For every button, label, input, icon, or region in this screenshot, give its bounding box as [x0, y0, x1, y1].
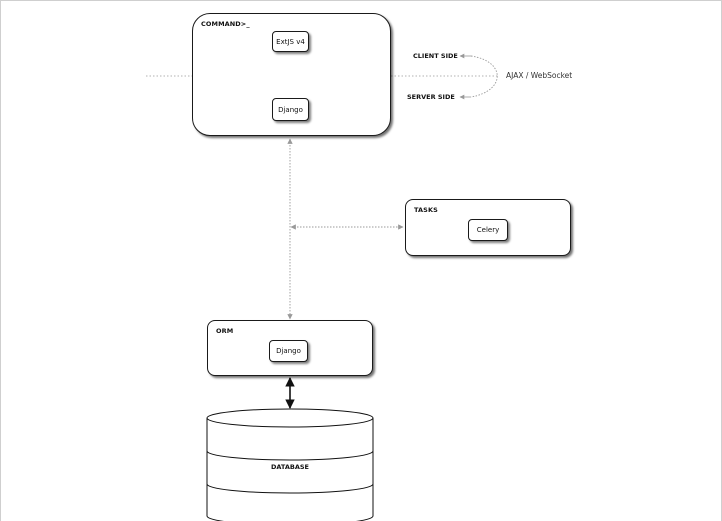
orm-django-node: Django [269, 340, 308, 362]
command-label: COMMAND>_ [201, 20, 250, 28]
database-label: DATABASE [271, 463, 309, 471]
extjs-node: ExtJS v4 [272, 31, 309, 52]
client-side-label: CLIENT SIDE [413, 52, 458, 60]
protocol-curve [470, 55, 498, 98]
protocol-label: AJAX / WebSocket [506, 71, 573, 80]
database-cylinder [206, 408, 374, 521]
command-django-node: Django [272, 98, 309, 121]
orm-label: ORM [216, 327, 234, 335]
tasks-label: TASKS [414, 206, 438, 214]
celery-node: Celery [468, 219, 508, 241]
server-side-label: SERVER SIDE [407, 93, 455, 101]
